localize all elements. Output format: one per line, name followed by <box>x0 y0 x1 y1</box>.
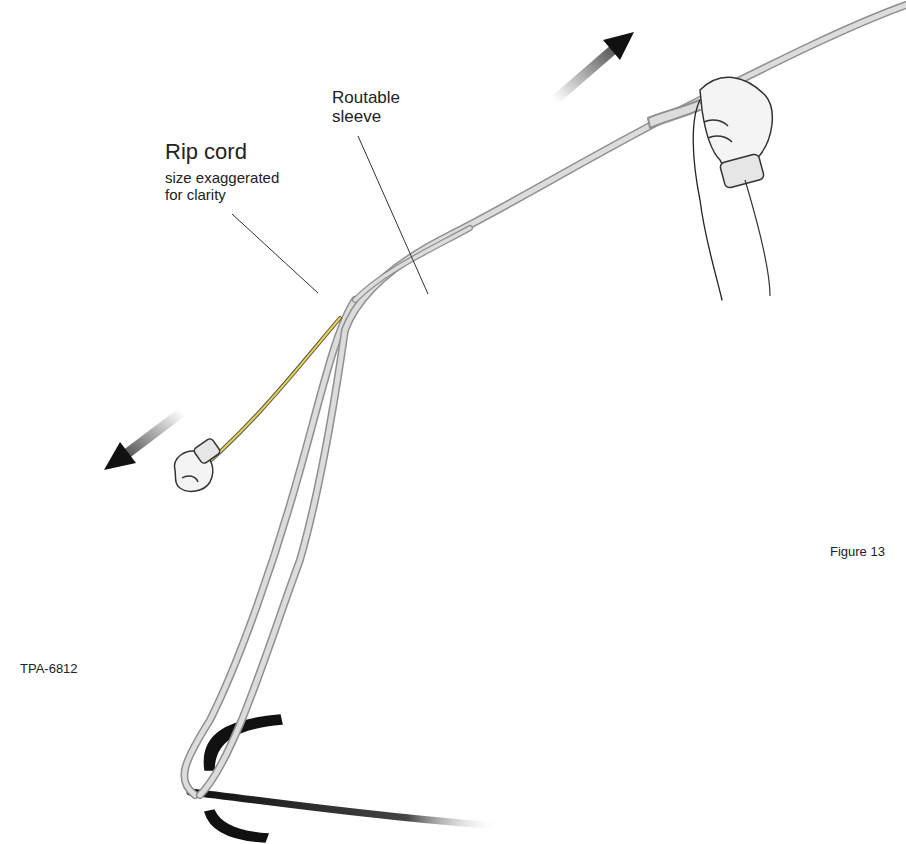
glove-hand <box>700 77 772 296</box>
part-label: Rip cord <box>165 140 365 165</box>
routable-sleeve <box>184 5 906 795</box>
drawing-id: TPA-6812 <box>20 662 110 677</box>
figure-number: Figure 13 <box>830 545 900 560</box>
part-label: Routable sleeve <box>332 88 432 126</box>
glove-hand <box>175 437 222 491</box>
note-text: size exaggerated for clarity <box>165 170 295 204</box>
motion-arrow <box>104 32 634 470</box>
rip-cord <box>190 100 722 478</box>
leader-line <box>232 136 428 294</box>
